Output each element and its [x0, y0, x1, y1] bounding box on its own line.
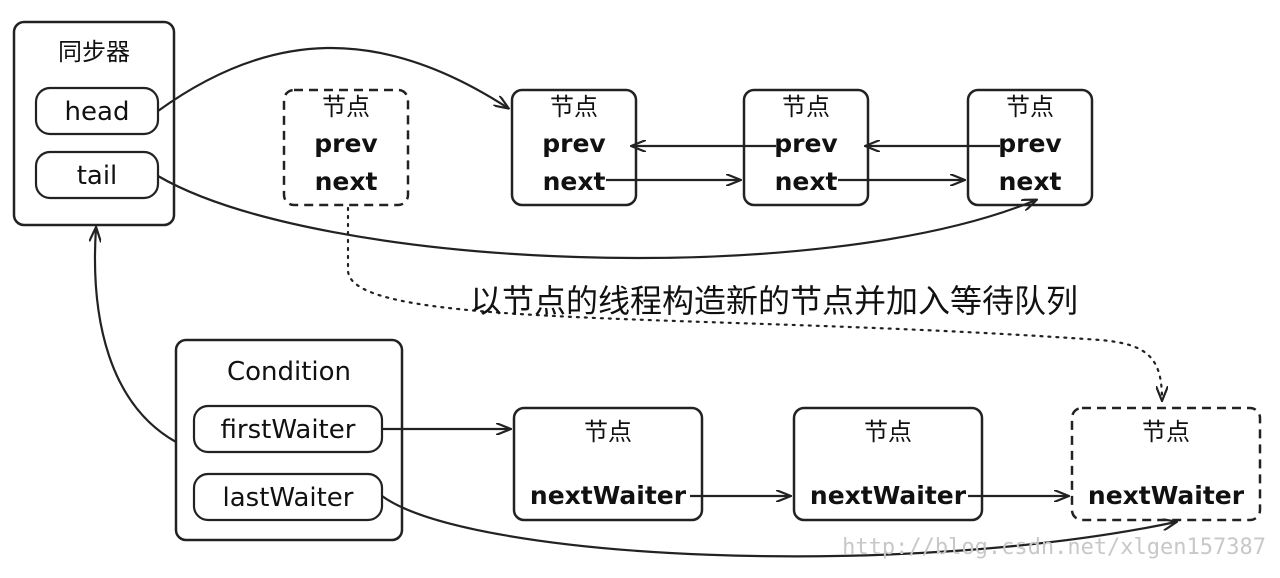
wait-node-0-next: nextWaiter — [530, 481, 687, 510]
sync-node-2-title: 节点 — [782, 93, 830, 121]
annotation-text: 以节点的线程构造新的节点并加入等待队列 — [470, 282, 1078, 320]
last-waiter-arrow — [381, 495, 1176, 558]
sync-node-0-prev: prev — [314, 129, 377, 158]
sync-node-1-prev: prev — [542, 129, 605, 158]
wait-node-2-title: 节点 — [1142, 418, 1190, 446]
sync-node-1-next: next — [543, 167, 606, 196]
wait-node-2-next: nextWaiter — [1088, 481, 1245, 510]
enqueue-dotted-arrow — [346, 206, 1162, 400]
wait-node-2: 节点 nextWaiter — [1070, 406, 1262, 522]
head-label: head — [65, 97, 130, 127]
tail-pointer-arrow — [157, 175, 1036, 260]
synchronizer-title: 同步器 — [58, 38, 130, 66]
wait-node-1-next: nextWaiter — [810, 481, 967, 510]
wait-node-1: 节点 nextWaiter — [792, 406, 984, 522]
wait-node-1-title: 节点 — [864, 418, 912, 446]
wait-node-0: 节点 nextWaiter — [512, 406, 704, 522]
watermark: http://blog.csdn.net/xlgen157387 — [842, 535, 1266, 560]
sync-node-2-prev: prev — [774, 129, 837, 158]
tail-label: tail — [77, 161, 118, 191]
wait-node-0-title: 节点 — [584, 418, 632, 446]
first-waiter-label: firstWaiter — [221, 415, 356, 445]
sync-node-1-title: 节点 — [550, 93, 598, 121]
sync-node-0-title: 节点 — [322, 93, 370, 121]
tail-field — [34, 150, 160, 200]
condition-title: Condition — [227, 357, 351, 387]
sync-node-0: 节点 prev next — [282, 88, 410, 207]
sync-node-2: 节点 prev next — [742, 88, 870, 207]
sync-node-3: 节点 prev next — [966, 88, 1094, 207]
sync-node-1: 节点 prev next — [510, 88, 638, 207]
synchronizer-box: 同步器 head tail — [12, 20, 176, 227]
condition-to-sync-arrow — [95, 228, 177, 443]
sync-node-0-next: next — [315, 167, 378, 196]
last-waiter-label: lastWaiter — [223, 483, 354, 513]
sync-node-3-prev: prev — [998, 129, 1061, 158]
sync-node-3-title: 节点 — [1006, 93, 1054, 121]
sync-node-2-next: next — [775, 167, 838, 196]
condition-box: Condition firstWaiter lastWaiter — [174, 338, 404, 542]
sync-node-3-next: next — [999, 167, 1062, 196]
head-pointer-arrow — [157, 46, 508, 112]
